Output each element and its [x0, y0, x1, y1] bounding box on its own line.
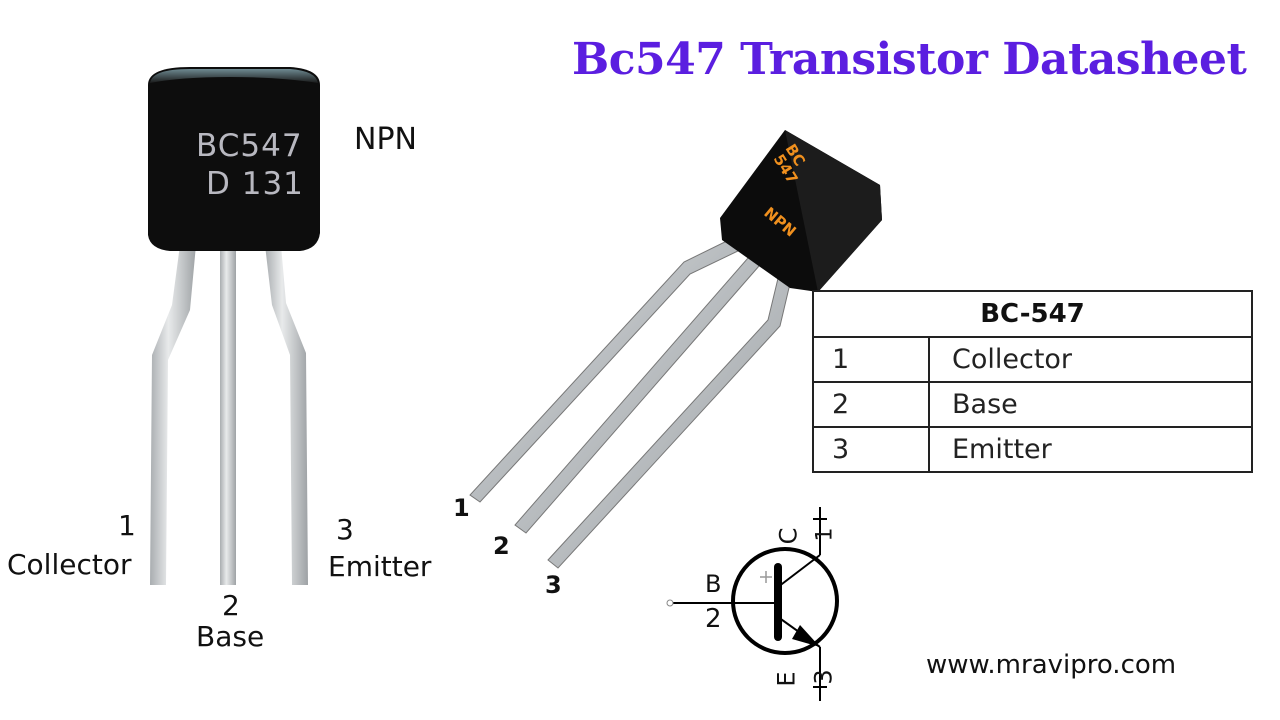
- pin-name-cell: Base: [928, 381, 1253, 428]
- render-pin1-number: 1: [453, 494, 470, 522]
- pin-number-cell: 1: [812, 336, 930, 383]
- transistor-3d-render: [450, 120, 900, 600]
- symbol-collector-letter: C: [774, 527, 803, 545]
- pin-table-header: BC-547: [812, 290, 1253, 338]
- pin-table: BC-547 1 Collector 2 Base 3 Emitter: [812, 290, 1253, 473]
- symbol-base-letter: B: [705, 570, 722, 598]
- photo-pin2-number: 2: [222, 589, 240, 622]
- render-pin2-number: 2: [493, 532, 510, 560]
- symbol-collector-number: 1: [812, 527, 838, 542]
- photo-pin2-name: Base: [196, 620, 265, 653]
- render-pin3-number: 3: [545, 571, 562, 599]
- npn-schematic-symbol: [660, 505, 860, 705]
- photo-pin3-name: Emitter: [328, 550, 432, 583]
- photo-marking-line1: BC547: [196, 128, 303, 164]
- pin-number-cell: 2: [812, 381, 930, 428]
- photo-pin3-number: 3: [336, 513, 354, 546]
- transistor-photo: [130, 55, 350, 595]
- photo-marking-line2: D 131: [206, 166, 304, 202]
- pin-name-cell: Emitter: [928, 426, 1253, 473]
- transistor-3d-icon: [469, 130, 882, 569]
- symbol-base-number: 2: [705, 604, 722, 634]
- transistor-photo-icon: [148, 67, 320, 585]
- pin-table-header-row: BC-547: [812, 290, 1253, 338]
- npn-transistor-symbol-icon: [666, 507, 839, 701]
- table-row: 1 Collector: [812, 336, 1253, 383]
- symbol-emitter-letter: E: [772, 671, 801, 687]
- photo-type-label: NPN: [354, 122, 417, 157]
- table-row: 2 Base: [812, 381, 1253, 428]
- symbol-emitter-number: 3: [809, 669, 838, 685]
- pin-number-cell: 3: [812, 426, 930, 473]
- pin-name-cell: Collector: [928, 336, 1253, 383]
- photo-pin1-number: 1: [118, 509, 136, 542]
- table-row: 3 Emitter: [812, 426, 1253, 473]
- photo-pin1-name: Collector: [7, 548, 132, 581]
- page-title: Bc547 Transistor Datasheet: [572, 34, 1247, 85]
- website-url: www.mravipro.com: [926, 650, 1177, 680]
